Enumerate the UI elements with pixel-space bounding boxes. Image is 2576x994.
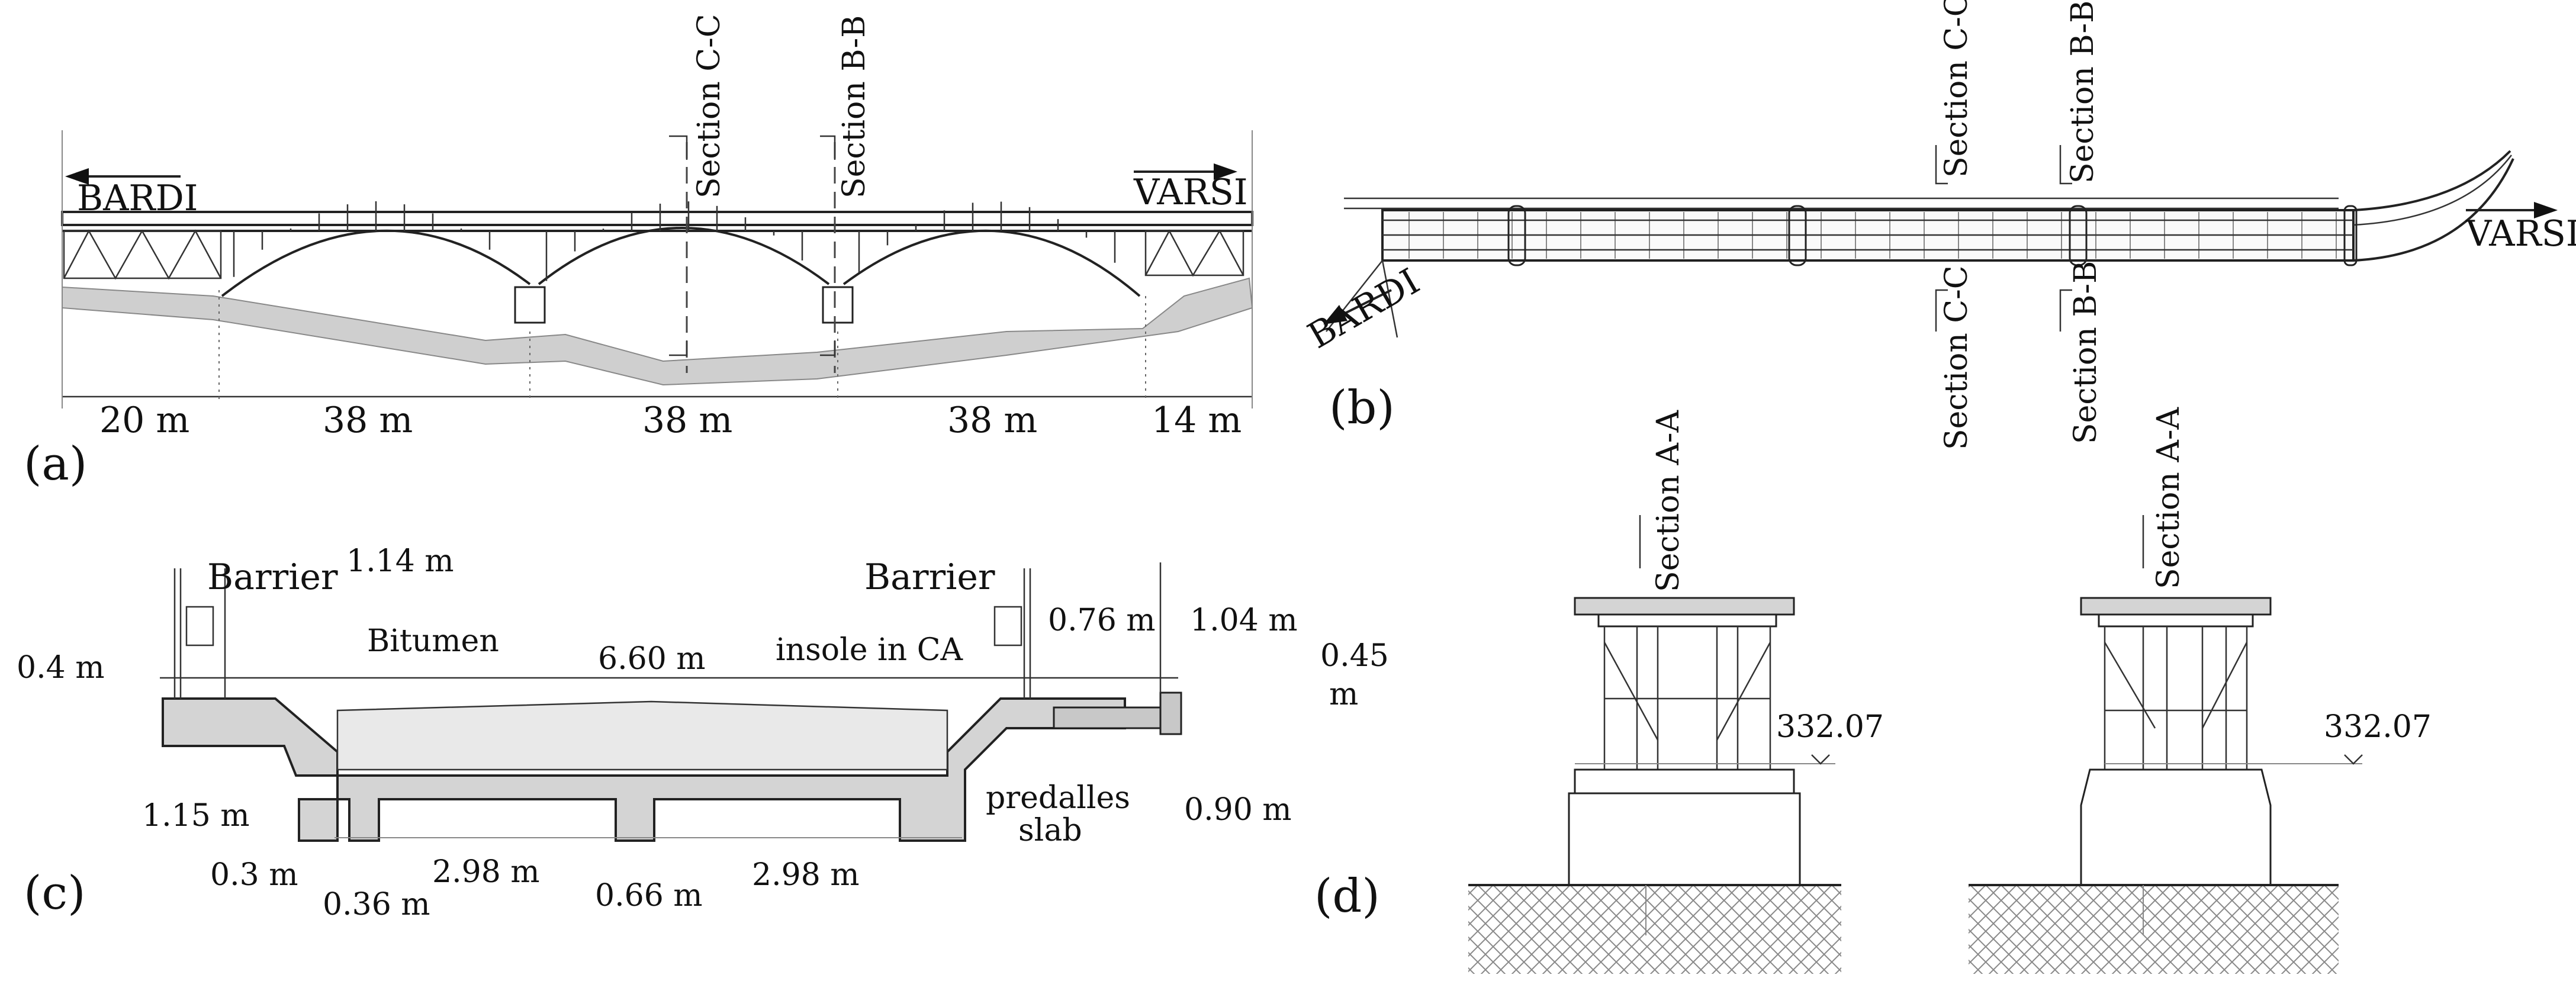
dim-0-45-unit: m <box>1329 677 1358 712</box>
barrier-right-label: Barrier <box>864 556 995 598</box>
arrow-bardi-b <box>1323 289 1392 324</box>
ground-left <box>1468 885 1841 974</box>
span-3: 38 m <box>642 400 732 441</box>
varsi-label-a: VARSI <box>1133 172 1248 213</box>
ground-right <box>1969 885 2339 974</box>
arrow-varsi-b <box>2466 202 2558 218</box>
dim-0-45: 0.45 <box>1320 638 1389 674</box>
arrow-varsi-a <box>1134 163 1237 180</box>
predalles-label-1: predalles <box>986 780 1130 816</box>
arch-1 <box>221 229 531 297</box>
panel-d-pier-sections: Section A-A Section A-A 332.07 332.07 (d… <box>1314 407 2432 974</box>
arrow-bardi-a <box>65 168 181 185</box>
span-2: 38 m <box>323 400 413 441</box>
section-c-bottom-b: Section C-C <box>1939 265 1974 450</box>
bardi-label-a: BARDI <box>77 178 198 219</box>
dim-0-36: 0.36 m <box>323 887 430 922</box>
section-b-bottom-b: Section B-B <box>2068 261 2104 444</box>
dim-6-60: 6.60 m <box>598 641 706 677</box>
insole-label: insole in CA <box>776 632 963 668</box>
panel-a-elevation: Section C-C Section B-B BARDI VARSI 20 m… <box>24 14 1253 491</box>
dim-0-66: 0.66 m <box>595 878 703 913</box>
section-a-left: Section A-A <box>1651 410 1686 592</box>
section-c-label-a: Section C-C <box>692 14 727 198</box>
section-b-label-a: Section B-B <box>837 15 872 198</box>
right-truss <box>1144 229 1244 277</box>
predalles-label-2: slab <box>1018 813 1082 848</box>
bitumen-label: Bitumen <box>367 623 499 659</box>
panel-a-label: (a) <box>24 438 87 491</box>
section-a-right: Section A-A <box>2151 407 2186 589</box>
barrier-right <box>993 562 1162 699</box>
section-b-top-b: Section B-B <box>2065 1 2101 184</box>
span-5: 14 m <box>1152 400 1242 441</box>
span-4: 38 m <box>947 400 1037 441</box>
pier-2 <box>822 286 854 324</box>
dim-1-15: 1.15 m <box>142 798 250 834</box>
dim-1-04: 1.04 m <box>1190 603 1298 638</box>
dim-0-76: 0.76 m <box>1048 603 1156 638</box>
pier-section-left <box>1568 597 1835 886</box>
dim-0-3: 0.3 m <box>210 857 298 893</box>
barrier-left <box>173 568 226 699</box>
pier-1 <box>514 286 546 324</box>
bitumen-layer <box>336 700 948 771</box>
dim-1-14: 1.14 m <box>346 543 454 579</box>
panel-c-cross-section: Barrier Barrier 1.14 m 0.76 m 1.04 m 0.4… <box>17 543 1389 922</box>
panel-c-label: (c) <box>24 867 86 920</box>
dim-2-98-b: 2.98 m <box>752 857 860 893</box>
deck <box>61 211 1253 226</box>
barrier-left-label: Barrier <box>207 556 338 598</box>
dim-0-90: 0.90 m <box>1184 792 1292 828</box>
span-1: 20 m <box>99 400 189 441</box>
panel-b-plan: Section C-C Section B-B Section C-C Sect… <box>1301 0 2576 450</box>
predalles-slab <box>1053 706 1170 729</box>
varsi-label-b: VARSI <box>2465 213 2576 255</box>
arch-2 <box>538 227 830 285</box>
pier-section-right <box>2080 597 2363 886</box>
bardi-label-b: BARDI <box>1301 260 1427 357</box>
panel-d-label: (d) <box>1314 870 1380 923</box>
level-left: 332.07 <box>1776 709 1884 745</box>
panel-b-label: (b) <box>1329 381 1395 435</box>
spandrel-posts <box>233 201 1116 281</box>
ground-profile <box>62 277 1253 386</box>
section-c-top-b: Section C-C <box>1939 0 1974 178</box>
dim-0-4: 0.4 m <box>17 650 105 686</box>
dim-2-98-a: 2.98 m <box>432 854 540 890</box>
arch-3 <box>842 229 1141 297</box>
left-truss <box>63 229 222 280</box>
level-right: 332.07 <box>2324 709 2432 745</box>
